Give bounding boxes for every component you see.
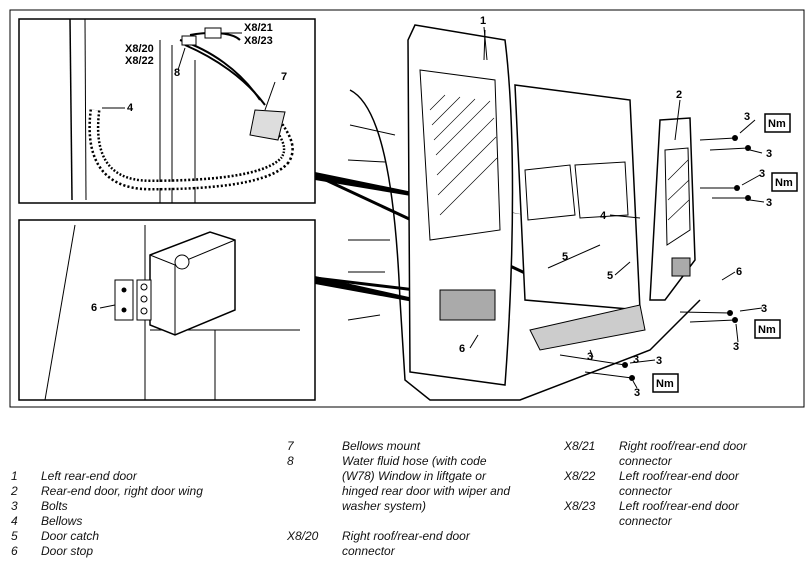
legend-text: connector [619, 514, 672, 528]
legend-text: Bolts [41, 499, 68, 513]
figure-frame [9, 9, 805, 408]
label-x8-22: X8/22 [125, 55, 154, 67]
label-bolts-10: 3 [587, 351, 593, 363]
legend-text: Door stop [41, 544, 94, 558]
label-bellows-inset: 4 [127, 102, 134, 114]
legend-text: Right roof/rear-end door [619, 439, 747, 453]
label-bolts-4: 3 [766, 197, 772, 209]
label-bolts-6: 3 [733, 341, 739, 353]
bellows-mount-shape [249, 109, 286, 141]
legend-key: X8/21 [564, 439, 596, 453]
label-left-door: 1 [480, 15, 486, 27]
legend-text: Water fluid hose (with code [342, 454, 487, 468]
label-x8-23: X8/23 [244, 35, 273, 47]
label-bolts-9: 3 [633, 354, 639, 366]
legend-key: 3 [11, 499, 18, 513]
svg-text:Nm: Nm [768, 118, 786, 130]
label-bellows-main: 4 [600, 210, 607, 222]
legend-key: X8/23 [564, 499, 596, 513]
rear-door-diagram: 4 8 7 X8/21 X8/23 X8/20 X8/22 6 [9, 9, 805, 408]
label-door-stop-right: 6 [736, 266, 742, 278]
label-door-catch-b: 5 [607, 270, 613, 282]
inset-door-stop: 6 [18, 219, 316, 401]
legend-text: Left roof/rear-end door [619, 469, 739, 483]
label-door-stop-inset: 6 [91, 302, 97, 314]
label-x8-21: X8/21 [244, 22, 273, 34]
label-bolts-8: 3 [634, 387, 640, 399]
legend-text: washer system) [342, 499, 427, 513]
legend-text: connector [619, 484, 672, 498]
svg-text:Nm: Nm [656, 378, 674, 390]
legend-key: 8 [287, 454, 294, 468]
legend-text: connector [342, 544, 395, 558]
legend-key: X8/20 [287, 529, 319, 543]
torque-box-4: Nm [652, 373, 679, 393]
label-right-wing: 2 [676, 89, 682, 101]
legend-text: Left roof/rear-end door [619, 499, 739, 513]
door-stop-plate [114, 279, 134, 321]
label-bolts-5: 3 [761, 303, 767, 315]
legend-key: 6 [11, 544, 18, 558]
legend-text: Bellows mount [342, 439, 421, 453]
inset-bellows: 4 8 7 X8/21 X8/23 X8/20 X8/22 [18, 18, 316, 204]
label-bolts-2: 3 [766, 148, 772, 160]
label-door-catch-a: 5 [562, 251, 568, 263]
legend-key: 7 [287, 439, 294, 453]
label-door-stop-main: 6 [459, 343, 465, 355]
label-water-hose: 8 [174, 67, 180, 79]
legend-text: Left rear-end door [41, 469, 137, 483]
torque-box-2: Nm [771, 172, 798, 192]
van-rear: Nm Nm Nm Nm 1 2 4 5 5 6 6 3 3 3 3 3 3 3 … [347, 15, 798, 401]
legend-key: 1 [11, 469, 18, 483]
label-bolts-1: 3 [744, 111, 750, 123]
legend-key: 2 [11, 484, 18, 498]
legend-key: X8/22 [564, 469, 596, 483]
legend-text: Right roof/rear-end door [342, 529, 470, 543]
legend-text: (W78) Window in liftgate or [342, 469, 486, 483]
legend-text: Bellows [41, 514, 83, 528]
torque-box-3: Nm [754, 319, 781, 339]
legend-text: Rear-end door, right door wing [41, 484, 203, 498]
legend-text: Door catch [41, 529, 100, 543]
legend-key: 5 [11, 529, 18, 543]
torque-box-1: Nm [764, 113, 791, 133]
legend-text: connector [619, 454, 672, 468]
svg-text:Nm: Nm [758, 324, 776, 336]
legend-text: hinged rear door with wiper and [342, 484, 511, 498]
label-bellows-mount: 7 [281, 71, 287, 83]
label-bolts-3: 3 [759, 168, 765, 180]
label-x8-20: X8/20 [125, 43, 154, 55]
label-bolts-7: 3 [656, 355, 662, 367]
legend-key: 4 [11, 514, 18, 528]
svg-text:Nm: Nm [775, 177, 793, 189]
